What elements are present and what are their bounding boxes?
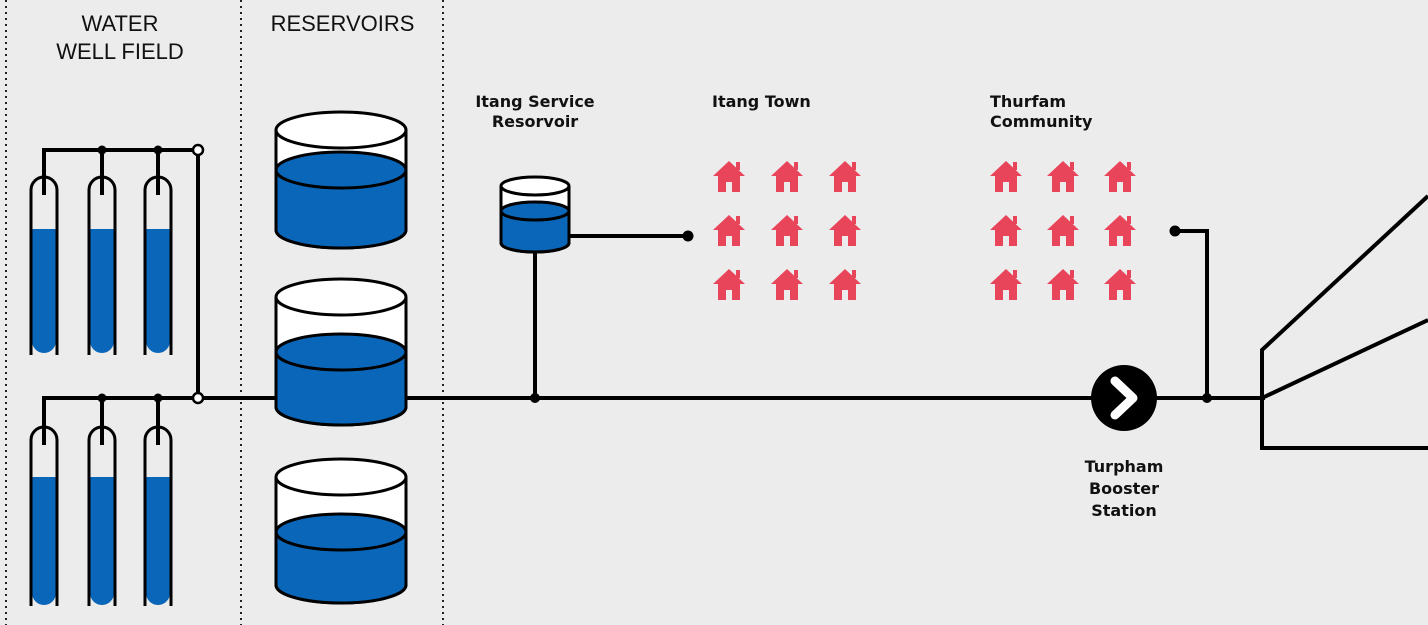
house-icon — [990, 269, 1022, 300]
house-icon — [829, 161, 861, 192]
itang-town-houses — [713, 161, 861, 300]
well-field-junctions — [97, 143, 205, 405]
booster-station-label: Turpham Booster Station — [1084, 457, 1164, 520]
wells-bottom-row — [29, 424, 173, 606]
well-3 — [143, 175, 173, 355]
house-icon — [713, 161, 745, 192]
reservoir-2 — [274, 277, 408, 427]
reservoir-1 — [274, 110, 408, 250]
house-icon — [771, 215, 803, 246]
house-icon — [713, 269, 745, 300]
well-field-heading: WATER WELL FIELD — [56, 11, 184, 64]
well-6 — [143, 424, 173, 606]
wells-top-row — [29, 175, 173, 355]
reservoirs-heading: RESERVOIRS — [270, 11, 415, 36]
well-4 — [29, 424, 59, 606]
well-field-pipes — [42, 148, 200, 445]
house-icon — [771, 161, 803, 192]
chevron-right-icon — [1110, 376, 1138, 420]
booster-station — [1091, 365, 1157, 431]
service-reservoir-tank — [499, 175, 571, 254]
network-junctions — [530, 225, 1212, 403]
well-2 — [87, 175, 117, 355]
house-icon — [1047, 215, 1079, 246]
house-icon — [771, 269, 803, 300]
house-icon — [713, 215, 745, 246]
well-5 — [87, 424, 117, 606]
house-icon — [1104, 215, 1136, 246]
section-dividers — [5, 0, 444, 625]
house-icon — [1104, 161, 1136, 192]
thurfam-label: Thurfam Community — [990, 92, 1093, 131]
house-icon — [990, 161, 1022, 192]
house-icon — [829, 269, 861, 300]
outlet-structure — [1260, 194, 1428, 450]
house-icon — [1047, 269, 1079, 300]
house-icon — [1104, 269, 1136, 300]
house-icon — [1047, 161, 1079, 192]
service-reservoir-label: Itang Service Resorvoir — [475, 92, 595, 131]
house-icon — [990, 215, 1022, 246]
reservoir-3 — [274, 457, 408, 605]
itang-town-label: Itang Town — [712, 92, 811, 111]
house-icon — [829, 215, 861, 246]
thurfam-houses — [990, 161, 1136, 300]
well-1 — [29, 175, 59, 355]
